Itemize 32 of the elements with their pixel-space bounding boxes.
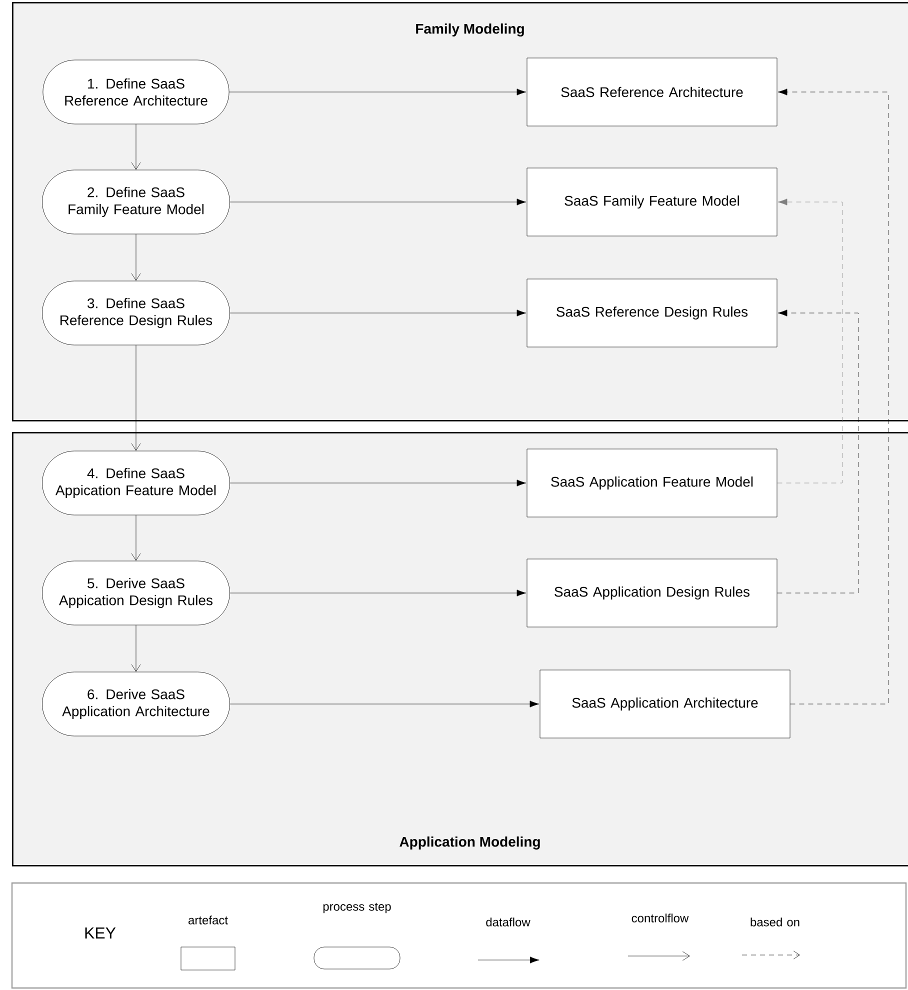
process-step: 6. Derive SaaS Application Architecture [42, 672, 230, 736]
artefact-box: SaaS Application Architecture [540, 670, 790, 738]
legend-text: process step [323, 902, 391, 914]
legend-text: based on [750, 918, 800, 926]
process-step: 4. Define SaaS Appication Feature Model [42, 450, 230, 516]
artefact-box: SaaS Reference Architecture [526, 58, 778, 126]
process-step: 2. Define SaaS Family Feature Model [42, 170, 230, 234]
artefact-box: SaaS Family Feature Model [526, 168, 778, 236]
controlflow-arrow [131, 124, 141, 170]
artefact-box: SaaS Application Design Rules [526, 558, 778, 628]
dataflow-arrow [230, 700, 540, 708]
legend-text: artefact [188, 916, 228, 924]
dataflow-arrow [230, 590, 526, 596]
based-on-arrow [777, 198, 842, 484]
dataflow-arrow [229, 88, 526, 96]
controlflow-arrow [131, 345, 141, 451]
based-on-arrow [777, 310, 858, 594]
process-step: 5. Derive SaaS Appication Design Rules [42, 560, 230, 626]
process-step: 1. Define SaaS Reference Architecture [42, 60, 230, 124]
process-step: 3. Define SaaS Reference Design Rules [42, 280, 230, 346]
legend-text: controlflow [632, 914, 689, 922]
key-heading: KEY [85, 928, 116, 939]
dataflow-arrow [230, 310, 526, 316]
based-on-arrow [778, 88, 888, 704]
dataflow-arrow [230, 480, 526, 486]
artefact-box: SaaS Application Feature Model [526, 448, 778, 518]
controlflow-arrow [131, 234, 141, 281]
legend-text: dataflow [486, 918, 530, 926]
dataflow-arrow [230, 198, 526, 206]
controlflow-arrow [131, 515, 141, 561]
controlflow-arrow [131, 625, 141, 672]
artefact-box: SaaS Reference Design Rules [526, 278, 778, 348]
